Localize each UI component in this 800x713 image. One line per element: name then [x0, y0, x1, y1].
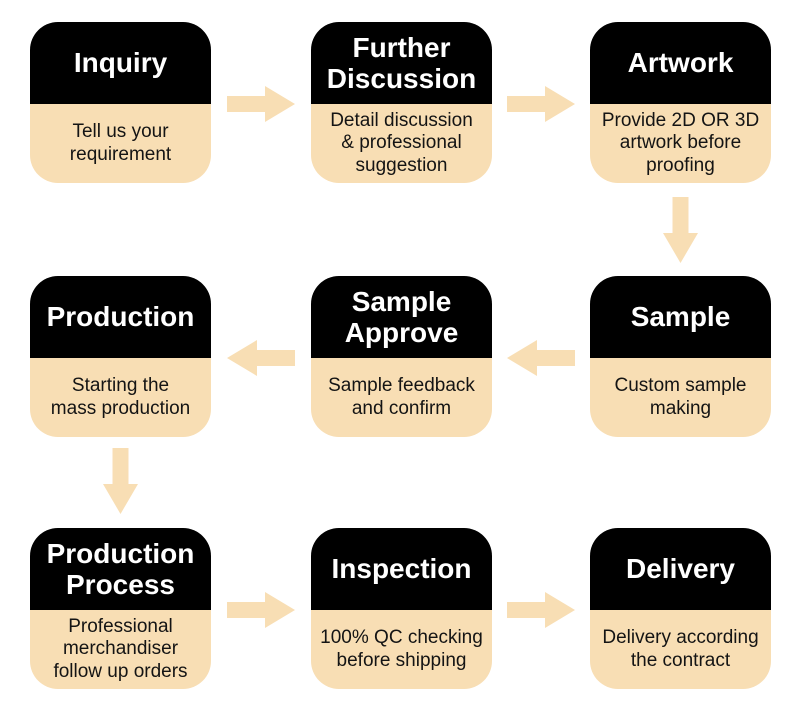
arrow-down-icon — [663, 197, 698, 263]
step-description: Detail discussion & professional suggest… — [311, 104, 492, 183]
step-description: Starting the mass production — [30, 358, 211, 437]
step-title: Further Discussion — [311, 22, 492, 104]
step-title: Artwork — [590, 22, 771, 104]
arrow-left-icon — [507, 340, 575, 376]
arrow-right-icon — [227, 592, 295, 628]
step-card-production: Production Starting the mass production — [30, 276, 211, 437]
step-description: Tell us your requirement — [30, 104, 211, 183]
step-description: Delivery according the contract — [590, 610, 771, 689]
arrow-right-icon — [507, 592, 575, 628]
step-description: Sample feedback and confirm — [311, 358, 492, 437]
step-title: Delivery — [590, 528, 771, 610]
step-description: Professional merchandiser follow up orde… — [30, 610, 211, 689]
step-title: Inquiry — [30, 22, 211, 104]
step-card-inspection: Inspection 100% QC checking before shipp… — [311, 528, 492, 689]
step-card-inquiry: Inquiry Tell us your requirement — [30, 22, 211, 183]
step-description: 100% QC checking before shipping — [311, 610, 492, 689]
step-title: Inspection — [311, 528, 492, 610]
arrow-right-icon — [227, 86, 295, 122]
step-title: Production — [30, 276, 211, 358]
step-card-artwork: Artwork Provide 2D OR 3D artwork before … — [590, 22, 771, 183]
step-card-delivery: Delivery Delivery according the contract — [590, 528, 771, 689]
step-title: Sample — [590, 276, 771, 358]
arrow-right-icon — [507, 86, 575, 122]
step-title: Sample Approve — [311, 276, 492, 358]
step-card-sample: Sample Custom sample making — [590, 276, 771, 437]
arrow-down-icon — [103, 448, 138, 514]
step-card-sample-approve: Sample Approve Sample feedback and confi… — [311, 276, 492, 437]
arrow-left-icon — [227, 340, 295, 376]
step-title: Production Process — [30, 528, 211, 610]
step-description: Custom sample making — [590, 358, 771, 437]
step-card-further-discussion: Further Discussion Detail discussion & p… — [311, 22, 492, 183]
step-card-production-process: Production Process Professional merchand… — [30, 528, 211, 689]
step-description: Provide 2D OR 3D artwork before proofing — [590, 104, 771, 183]
